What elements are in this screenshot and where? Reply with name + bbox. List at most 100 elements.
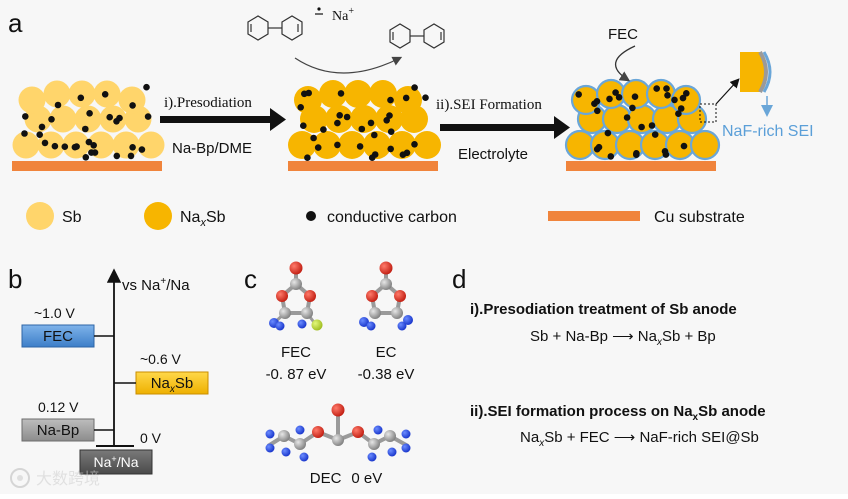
step2-arrow-head (554, 116, 570, 139)
sei-title: ii).SEI formation process on NaxSb anode (470, 403, 766, 423)
carbon-particle (144, 113, 152, 120)
zero-potential: 0 V (140, 430, 162, 446)
active-particle (338, 131, 366, 159)
carbon-particle (88, 149, 95, 156)
biphenyl-radical-anion (247, 15, 303, 41)
carbon-particle (129, 144, 136, 151)
carbon-particle (402, 94, 410, 102)
carbon-particle (663, 85, 670, 92)
carbon-particle (143, 83, 150, 91)
carbon-particle (661, 148, 669, 155)
carbon-particle (633, 151, 640, 158)
carbon-particle (675, 110, 682, 117)
carbon-particle (106, 113, 113, 121)
legend-sb: Sb (62, 209, 82, 226)
carbon-particle (82, 125, 89, 133)
zoom-box (699, 103, 717, 123)
active-particle (43, 80, 71, 108)
ec-energy: -0.38 eV (358, 366, 415, 383)
cu-substrate (566, 161, 716, 171)
carbon-particle (304, 154, 311, 161)
step1-label: i).Presodiation (164, 95, 252, 111)
nafsei-label: NaF-rich SEI (722, 123, 814, 140)
carbon-particle (595, 143, 603, 151)
carbon-particle (368, 154, 376, 161)
carbon-particle (411, 141, 418, 148)
carbon-particle (334, 141, 341, 149)
active-particle (18, 86, 46, 114)
sodium-ion: Na+ (332, 6, 354, 24)
carbon-particle (356, 143, 364, 150)
active-particle (564, 129, 596, 161)
step2-sublabel: Electrolyte (458, 146, 528, 163)
carbon-particle (680, 142, 688, 150)
carbon-particle (300, 122, 307, 129)
cu-substrate (12, 161, 162, 171)
carbon-particle (664, 92, 671, 99)
carbon-particle (623, 114, 631, 121)
active-particle (664, 129, 696, 161)
carbon-particle (343, 113, 351, 121)
carbon-particle (594, 107, 601, 115)
panel-c-label: c (244, 264, 257, 294)
legend-naxsb-swatch (144, 202, 172, 230)
active-particle (645, 78, 677, 110)
watermark-text: 大数跨境 (36, 469, 100, 488)
carbon-particle (683, 90, 690, 97)
watermark: 大数跨境 (10, 468, 100, 488)
carbon-particle (679, 94, 687, 102)
active-particle (68, 80, 96, 108)
carbon-particle (358, 125, 366, 133)
electrode-naxsb (288, 80, 441, 171)
fec-energy: -0. 87 eV (266, 366, 327, 383)
active-particle (614, 129, 646, 161)
carbon-particle (85, 138, 93, 146)
active-particle (369, 80, 397, 108)
carbon-particle (387, 145, 395, 153)
carbon-particle (297, 104, 305, 111)
legend-sb-swatch (26, 202, 54, 230)
naxsb-level-label: NaxSb (151, 375, 194, 395)
carbon-particle (422, 94, 429, 101)
carbon-particle (51, 142, 59, 150)
carbon-particle (387, 128, 395, 135)
active-particle (74, 105, 102, 133)
step1-arrow-shaft (160, 116, 272, 123)
carbon-particle (648, 122, 656, 129)
axis-label: vs Na+/Na (122, 276, 190, 294)
active-particle (413, 131, 441, 159)
carbon-particle (615, 94, 623, 101)
carbon-particle (48, 116, 55, 123)
radical-dot (317, 7, 321, 11)
carbon-particle (677, 105, 685, 112)
carbon-particle (21, 130, 28, 137)
carbon-particle (320, 126, 327, 133)
carbon-particle (113, 118, 120, 125)
carbon-particle (36, 131, 43, 138)
active-particle (12, 131, 40, 159)
legend-cu-swatch (548, 211, 640, 221)
active-particle (595, 78, 627, 110)
carbon-particle (41, 139, 49, 147)
carbon-particle (38, 123, 46, 131)
carbon-particle (337, 90, 345, 97)
carbon-particle (127, 152, 135, 160)
active-particle (363, 131, 391, 159)
dec-molecule (265, 403, 411, 462)
carbon-particle (387, 96, 394, 104)
active-particle (99, 105, 127, 133)
naxsb-potential: ~0.6 V (140, 351, 182, 367)
active-particle (118, 86, 146, 114)
active-particle (319, 80, 347, 108)
fec-name: FEC (281, 344, 311, 361)
carbon-particle (61, 143, 69, 150)
carbon-particle (22, 113, 29, 120)
active-particle (37, 131, 65, 159)
carbon-particle (631, 93, 639, 100)
carbon-particle (82, 154, 90, 161)
carbon-particle (638, 123, 645, 131)
carbon-particle (593, 98, 601, 105)
nabp-level-label: Na-Bp (37, 422, 80, 439)
active-particle (689, 129, 721, 161)
